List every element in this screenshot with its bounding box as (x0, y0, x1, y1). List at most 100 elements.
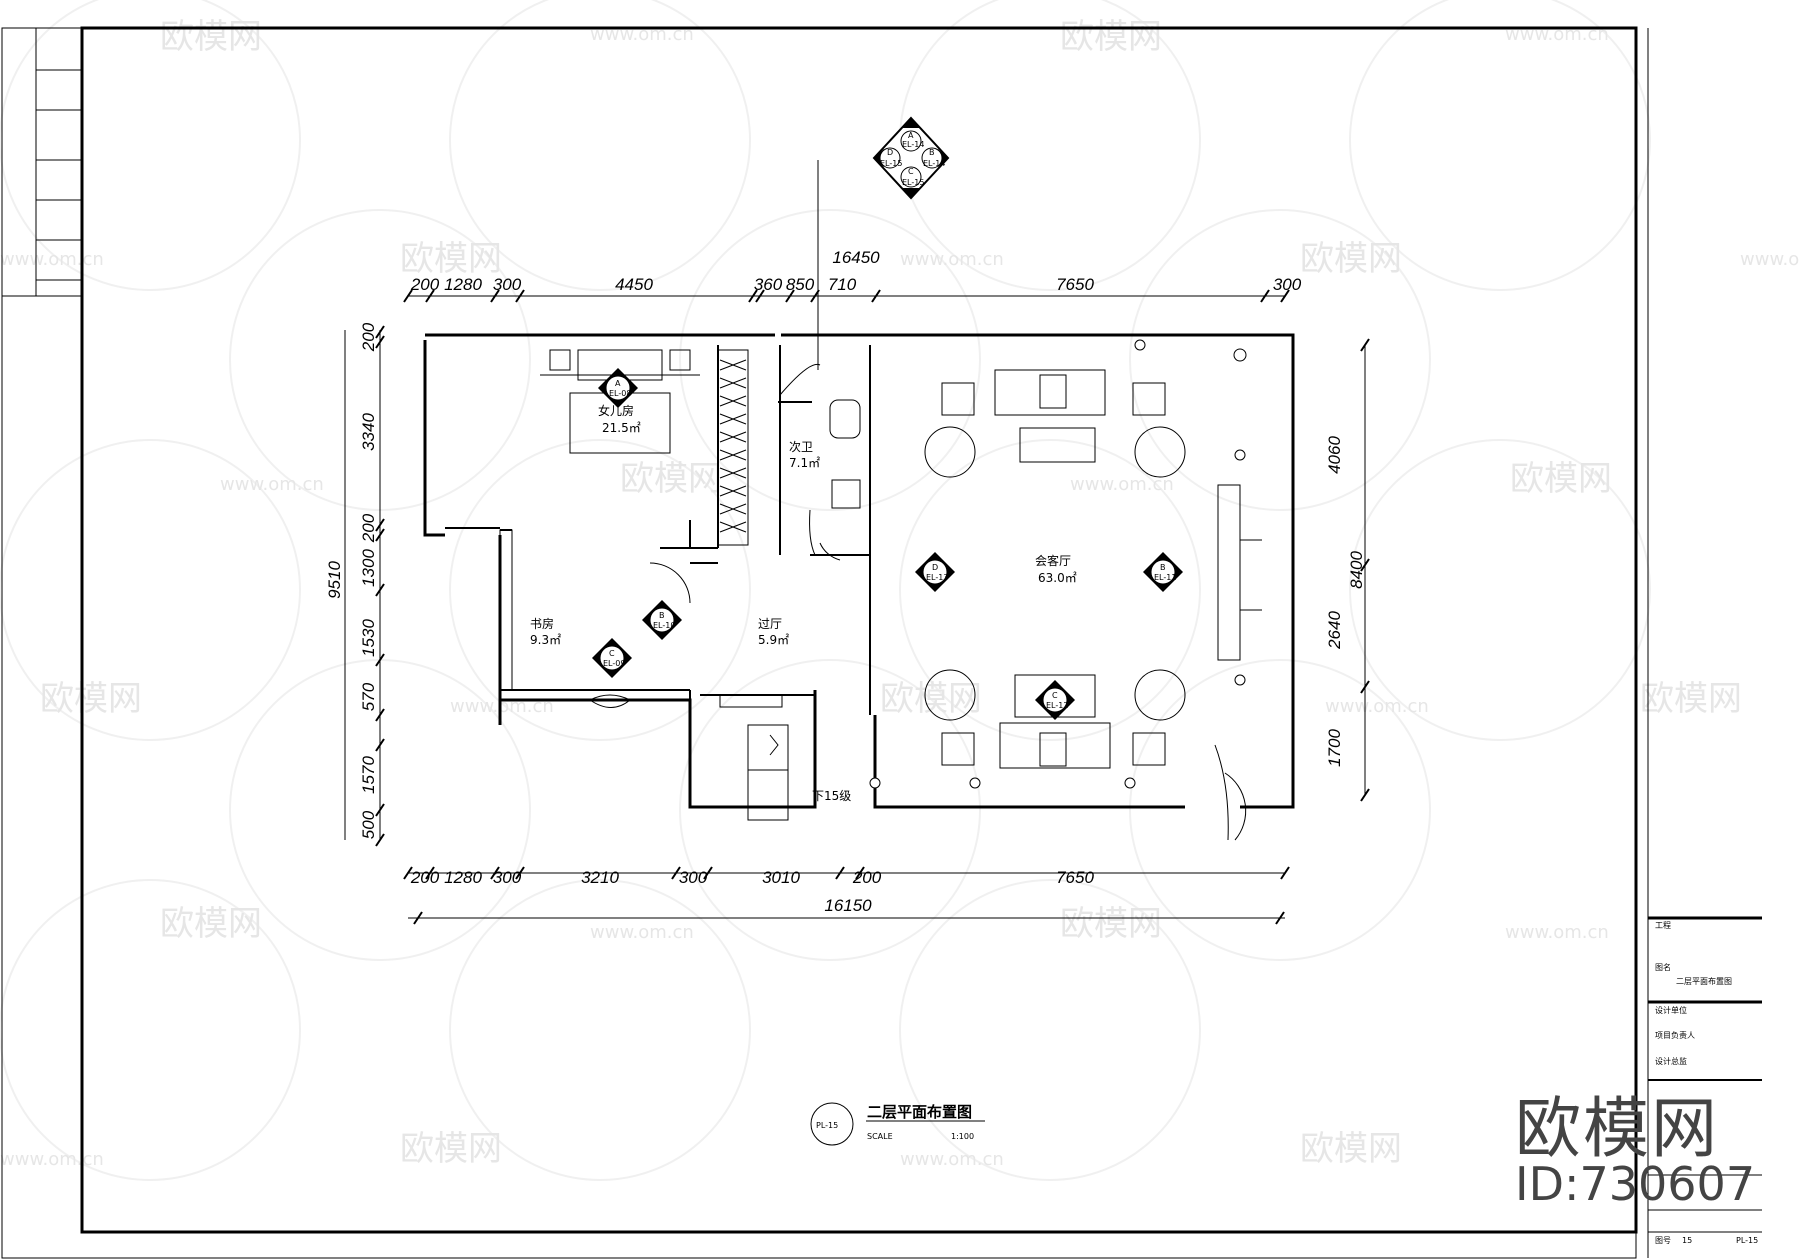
dimension-tick (375, 518, 385, 532)
dimension-value: 710 (828, 275, 857, 294)
dimension-value: 300 (493, 275, 522, 294)
idx-c: C (908, 167, 914, 176)
watermark-url-text: www.om.cn (590, 922, 694, 943)
living-area: 63.0㎡ (1038, 571, 1077, 585)
dimension-tick (375, 325, 385, 339)
dimension-tick (835, 866, 845, 880)
dimension-value: 1570 (359, 756, 378, 794)
columns (869, 339, 1247, 789)
elevation-mark-circle (599, 645, 625, 671)
dimension-tick (375, 528, 385, 542)
elevation-mark-circle (649, 607, 675, 633)
tb-sheet-no: 15 (1682, 1236, 1692, 1245)
dimension-tick (375, 738, 385, 752)
bath-name: 次卫 (789, 440, 813, 454)
elevation-mark-circle (1150, 559, 1176, 585)
elevation-index-top: A EL-14 B EL-14 C EL-15 D EL-15 (817, 116, 950, 370)
tb-supervisor: 设计总监 (1655, 1056, 1687, 1066)
watermark-url-text: www.om.cn (1505, 922, 1609, 943)
stairs (747, 724, 789, 821)
watermark-url-text: www.om.cn (900, 249, 1004, 270)
dimension-value: 3210 (581, 868, 619, 887)
drawing-title: PL-15 二层平面布置图 SCALE 1:100 (810, 1102, 985, 1146)
hall-name: 过厅 (758, 617, 782, 631)
dimension-tick (671, 866, 681, 880)
dimension-value: 360 (754, 275, 783, 294)
dimension-tick (703, 866, 713, 880)
living-furniture (924, 369, 1262, 769)
dimension-value: 7650 (1056, 868, 1094, 887)
floor-plan (423, 333, 1295, 841)
dimension-value: 4450 (615, 275, 653, 294)
dimension-tick (785, 289, 795, 303)
idx-a: A (908, 131, 914, 140)
elevation-mark-circle (1042, 687, 1068, 713)
dimension-tick (515, 289, 525, 303)
dimension-lines (344, 289, 1370, 925)
scale-label: SCALE (867, 1132, 893, 1141)
tb-drawing-name-label: 图名 (1655, 962, 1671, 972)
dimension-value: 2640 (1325, 611, 1344, 650)
dimension-tick (1280, 289, 1290, 303)
watermark-url-text: www.om.cn (1070, 474, 1174, 495)
dimension-value: 300 (1273, 275, 1302, 294)
watermark-brand: 欧模网 ID:730607 (1515, 1075, 1795, 1255)
dimension-tick (413, 911, 423, 925)
study-area: 9.3㎡ (530, 633, 561, 647)
tb-project-label: 工程 (1655, 921, 1671, 930)
wardrobe (717, 349, 749, 546)
daughter-room-area: 21.5㎡ (602, 421, 641, 435)
dimension-tick (375, 335, 385, 349)
dimension-value: 570 (359, 682, 378, 711)
dimension-tick (855, 866, 865, 880)
dimension-value: 8400 (1347, 551, 1366, 589)
dimension-tick (375, 583, 385, 597)
elevation-mark-ref: EL-09 (603, 659, 625, 668)
dimension-value: 500 (359, 810, 378, 839)
watermark-brand-text: 欧模网 (400, 1129, 502, 1169)
elevation-mark-letter: A (615, 379, 621, 388)
idx-a-ref: EL-14 (902, 140, 924, 149)
watermark-brand-text: 欧模网 (1510, 459, 1612, 499)
study-name: 书房 (530, 616, 554, 631)
dimension-value: 4060 (1325, 436, 1344, 474)
elevation-mark-ref: EL-08 (609, 389, 631, 398)
dimension-tick (375, 833, 385, 847)
study-furniture (499, 529, 783, 708)
watermark-url-text: www.om.cn (1325, 696, 1429, 717)
dimension-tick (425, 289, 435, 303)
watermark-arcs (0, 0, 1651, 1181)
dimension-tick (1360, 680, 1370, 694)
dimension-tick (490, 289, 500, 303)
watermark-brand-text: 欧模网 (1060, 904, 1162, 944)
idx-b-ref: EL-14 (923, 159, 945, 168)
dimension-value: 300 (493, 868, 522, 887)
tb-project-lead: 项目负责人 (1655, 1030, 1695, 1040)
elevation-mark-letter: D (932, 563, 938, 572)
dimension-value: 1700 (1325, 729, 1344, 767)
dimension-value: 1530 (359, 619, 378, 657)
scale-value: 1:100 (951, 1132, 974, 1141)
dimension-value: 200 (410, 275, 440, 294)
idx-c-ref: EL-15 (902, 178, 924, 187)
dimension-tick (1280, 866, 1290, 880)
tb-sheet-no-label: 图号 (1655, 1236, 1671, 1245)
watermark-url-text: www.om.cn (0, 249, 104, 270)
doors (649, 542, 1247, 841)
idx-b: B (929, 148, 935, 157)
dimension-tick (810, 289, 820, 303)
drawing-title-text: 二层平面布置图 (867, 1103, 972, 1121)
drawing-code: PL-15 (816, 1121, 838, 1130)
dimension-value: 200 (359, 322, 378, 352)
dimension-value: 200 (410, 868, 440, 887)
watermark-brand-text: 欧模网 (880, 679, 982, 719)
dimension-value: 1300 (359, 549, 378, 587)
daughter-room-name: 女儿房 (598, 403, 634, 418)
watermark-url-text: www.om.cn (0, 1149, 104, 1170)
watermark-brand-text: 欧模网 (40, 679, 142, 719)
dimension-tick (375, 653, 385, 667)
dimension-tick (490, 866, 500, 880)
bath-area: 7.1㎡ (789, 456, 820, 470)
